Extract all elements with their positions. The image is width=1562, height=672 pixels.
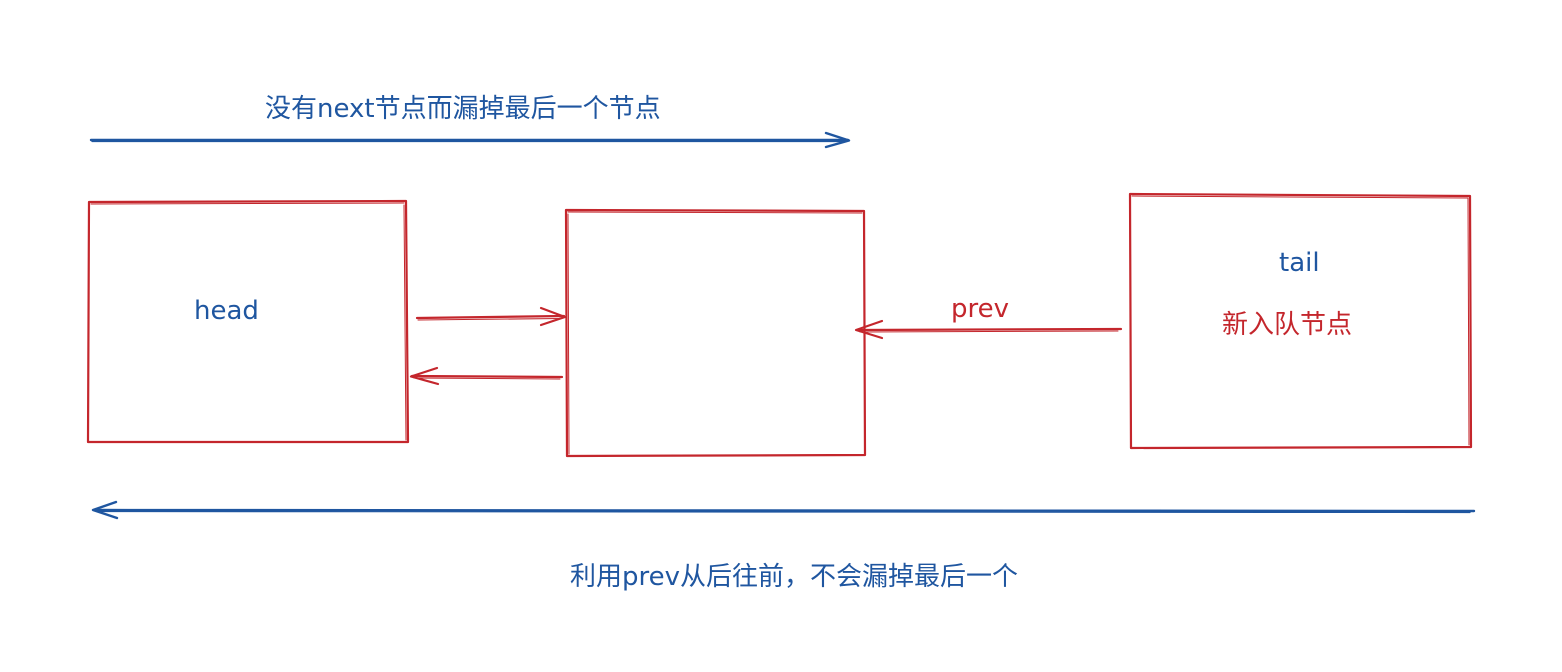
tail-node-box [1128, 192, 1473, 450]
next-arrow-head-to-middle [415, 306, 567, 327]
new-node-label: 新入队节点 [1222, 310, 1353, 340]
bottom-direction-arrow [91, 500, 1476, 520]
tail-node-label: tail [1279, 248, 1320, 278]
top-direction-arrow [89, 131, 851, 149]
middle-node-box [564, 208, 867, 458]
prev-arrow-middle-to-head [409, 366, 564, 386]
bottom-caption: 利用prev从后往前，不会漏掉最后一个 [570, 562, 1019, 592]
head-node-box [86, 199, 410, 444]
prev-arrow-tail-to-middle [854, 319, 1123, 340]
head-node-label: head [194, 296, 259, 326]
top-caption: 没有next节点而漏掉最后一个节点 [265, 94, 661, 124]
prev-edge-label: prev [951, 294, 1010, 324]
